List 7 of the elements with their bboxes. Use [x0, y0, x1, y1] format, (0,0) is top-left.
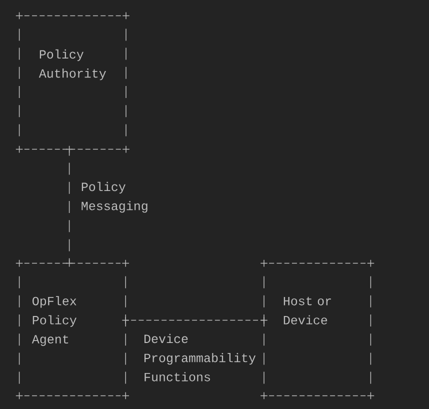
connector-line [126, 320, 264, 321]
edge-label: Policy Messaging [80, 182, 151, 213]
edge-label: Device Programmability Functions [144, 334, 258, 382]
box: Policy Authority [16, 12, 130, 154]
box: Host or Device [260, 260, 374, 400]
connector-line [68, 149, 70, 264]
box: OpFlex Policy Agent [16, 260, 130, 400]
